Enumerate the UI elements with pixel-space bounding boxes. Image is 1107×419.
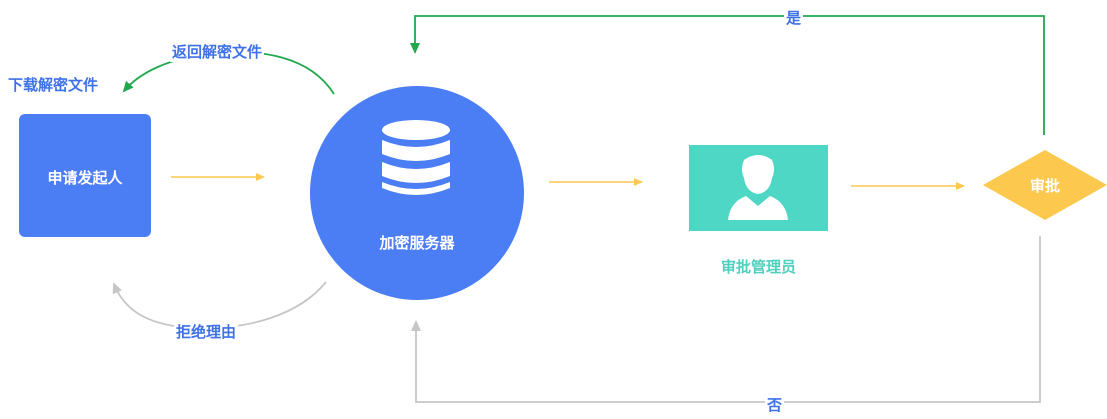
applicant-node [19,114,151,237]
decision-label: 审批 [1029,177,1060,195]
edge-label-return-file: 返回解密文件 [170,41,265,62]
edge-label-reject-reason: 拒绝理由 [174,321,239,342]
user-avatar-icon [728,155,788,220]
arrow-yes-path [410,15,1045,135]
database-icon [382,120,450,195]
applicant-label: 申请发起人 [47,169,123,187]
server-label: 加密服务器 [379,234,455,252]
decision-diamond [983,150,1107,220]
edge-label-yes: 是 [784,7,804,28]
admin-label: 审批管理员 [720,258,796,276]
arrow-no-path [411,236,1041,403]
edge-label-download: 下载解密文件 [6,74,101,95]
edge-label-no: 否 [765,394,785,415]
